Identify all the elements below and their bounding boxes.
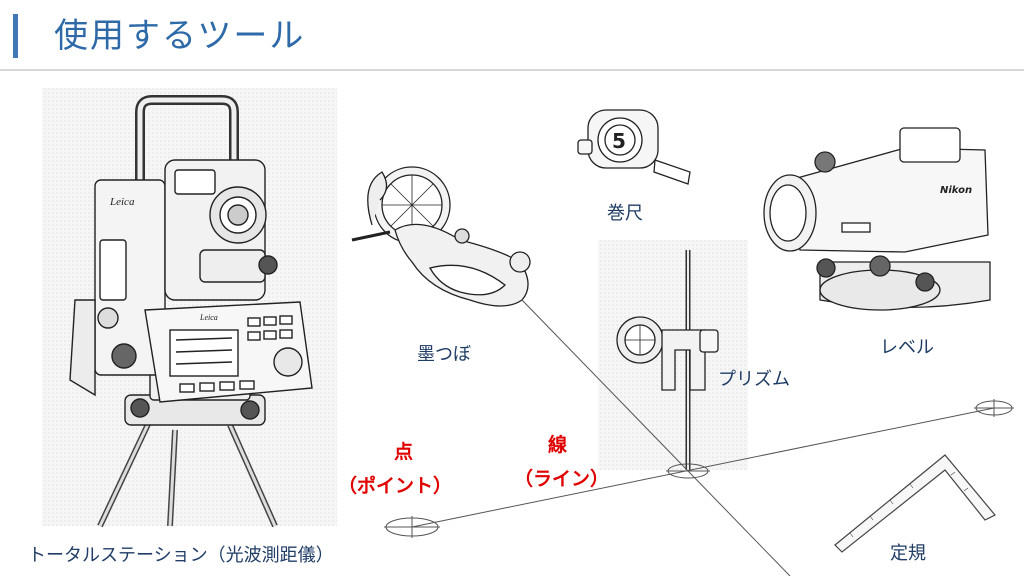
brand-leica-keypad-text: Leica xyxy=(199,313,218,322)
label-square-ruler: 定規 xyxy=(890,543,926,564)
title-accent-bar xyxy=(13,14,18,58)
label-line-word: 線 xyxy=(548,434,568,456)
header: 使用するツール xyxy=(0,0,1024,71)
label-point-kana: （ポイント） xyxy=(338,475,453,497)
brand-nikon-text: Nikon xyxy=(940,185,972,196)
tape-number-text: 5 xyxy=(612,129,626,153)
label-level: レベル xyxy=(880,337,934,358)
prism-illustration xyxy=(598,240,748,470)
point-marker-right xyxy=(974,399,1014,417)
total-station-illustration: Leica Leica xyxy=(42,88,337,528)
line-main xyxy=(411,407,995,528)
chalk-line-illustration xyxy=(351,166,531,307)
label-chalk-line: 墨つぼ xyxy=(417,344,471,365)
label-tape-measure: 巻尺 xyxy=(607,203,643,224)
layout-lines xyxy=(411,299,995,576)
label-prism: プリズム xyxy=(718,369,790,390)
point-marker-left xyxy=(384,516,440,538)
chalk-snap-line xyxy=(521,299,791,576)
point-marker-center xyxy=(666,463,710,479)
tape-measure-illustration: 5 xyxy=(577,109,691,185)
square-ruler-illustration xyxy=(834,454,996,553)
header-divider xyxy=(0,69,1024,71)
level-illustration: Nikon xyxy=(763,127,991,311)
page-title: 使用するツール xyxy=(54,16,306,56)
brand-leica-text: Leica xyxy=(109,196,135,208)
label-total-station: トータルステーション（光波測距儀） xyxy=(28,545,334,566)
label-line-kana: （ライン） xyxy=(514,468,610,490)
label-point-word: 点 xyxy=(394,441,414,463)
